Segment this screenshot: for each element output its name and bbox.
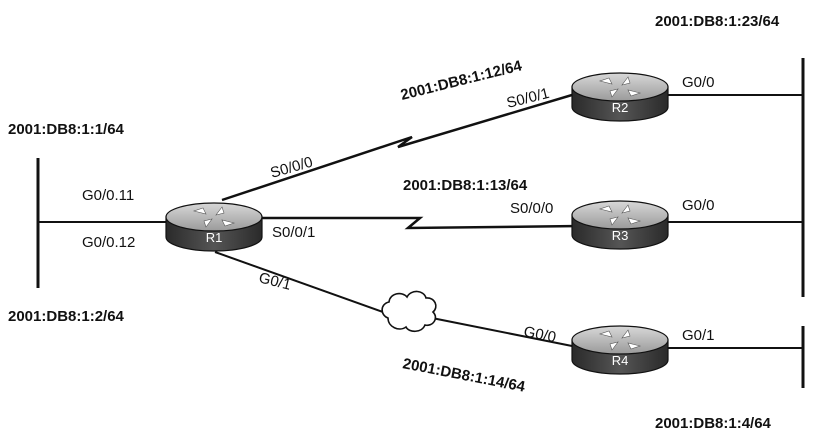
router-name: R4 bbox=[612, 353, 629, 368]
interface-label-r1-g0-0-12: G0/0.12 bbox=[82, 234, 135, 251]
interface-label-r3-s0-0-0: S0/0/0 bbox=[510, 200, 553, 217]
ethernet-link-cloud-r4 bbox=[431, 317, 583, 349]
address-label-r1-r4: 2001:DB8:1:14/64 bbox=[401, 355, 527, 396]
interface-label-r1-g0-1: G0/1 bbox=[257, 269, 293, 293]
address-label-r1-vlan12: 2001:DB8:1:2/64 bbox=[8, 308, 125, 325]
address-label-r4-lan: 2001:DB8:1:4/64 bbox=[655, 415, 772, 432]
router-r1-icon[interactable]: R1 bbox=[165, 202, 263, 252]
network-cloud-icon bbox=[381, 290, 437, 333]
address-label-r1-vlan11: 2001:DB8:1:1/64 bbox=[8, 121, 125, 138]
interface-label-r4-g0-0: G0/0 bbox=[522, 323, 557, 346]
router-r2-icon[interactable]: R2 bbox=[571, 72, 669, 122]
router-name: R2 bbox=[612, 100, 629, 115]
interface-label-r1-s0-0-1: S0/0/1 bbox=[272, 224, 315, 241]
interface-label-r4-g0-1: G0/1 bbox=[682, 327, 715, 344]
router-r4-icon[interactable]: R4 bbox=[571, 325, 669, 375]
serial-link-r1-r3 bbox=[260, 216, 581, 230]
router-name: R3 bbox=[612, 228, 629, 243]
serial-link-r1-r2 bbox=[221, 90, 583, 202]
router-name: R1 bbox=[206, 230, 223, 245]
interface-label-r3-g0-0: G0/0 bbox=[682, 197, 715, 214]
interface-label-r2-g0-0: G0/0 bbox=[682, 74, 715, 91]
address-label-r2-r3-lan: 2001:DB8:1:23/64 bbox=[655, 13, 780, 30]
ethernet-link-r1-cloud bbox=[214, 251, 384, 313]
address-label-r1-r3: 2001:DB8:1:13/64 bbox=[403, 177, 528, 194]
interface-label-r1-g0-0-11: G0/0.11 bbox=[82, 187, 134, 204]
router-r3-icon[interactable]: R3 bbox=[571, 200, 669, 250]
